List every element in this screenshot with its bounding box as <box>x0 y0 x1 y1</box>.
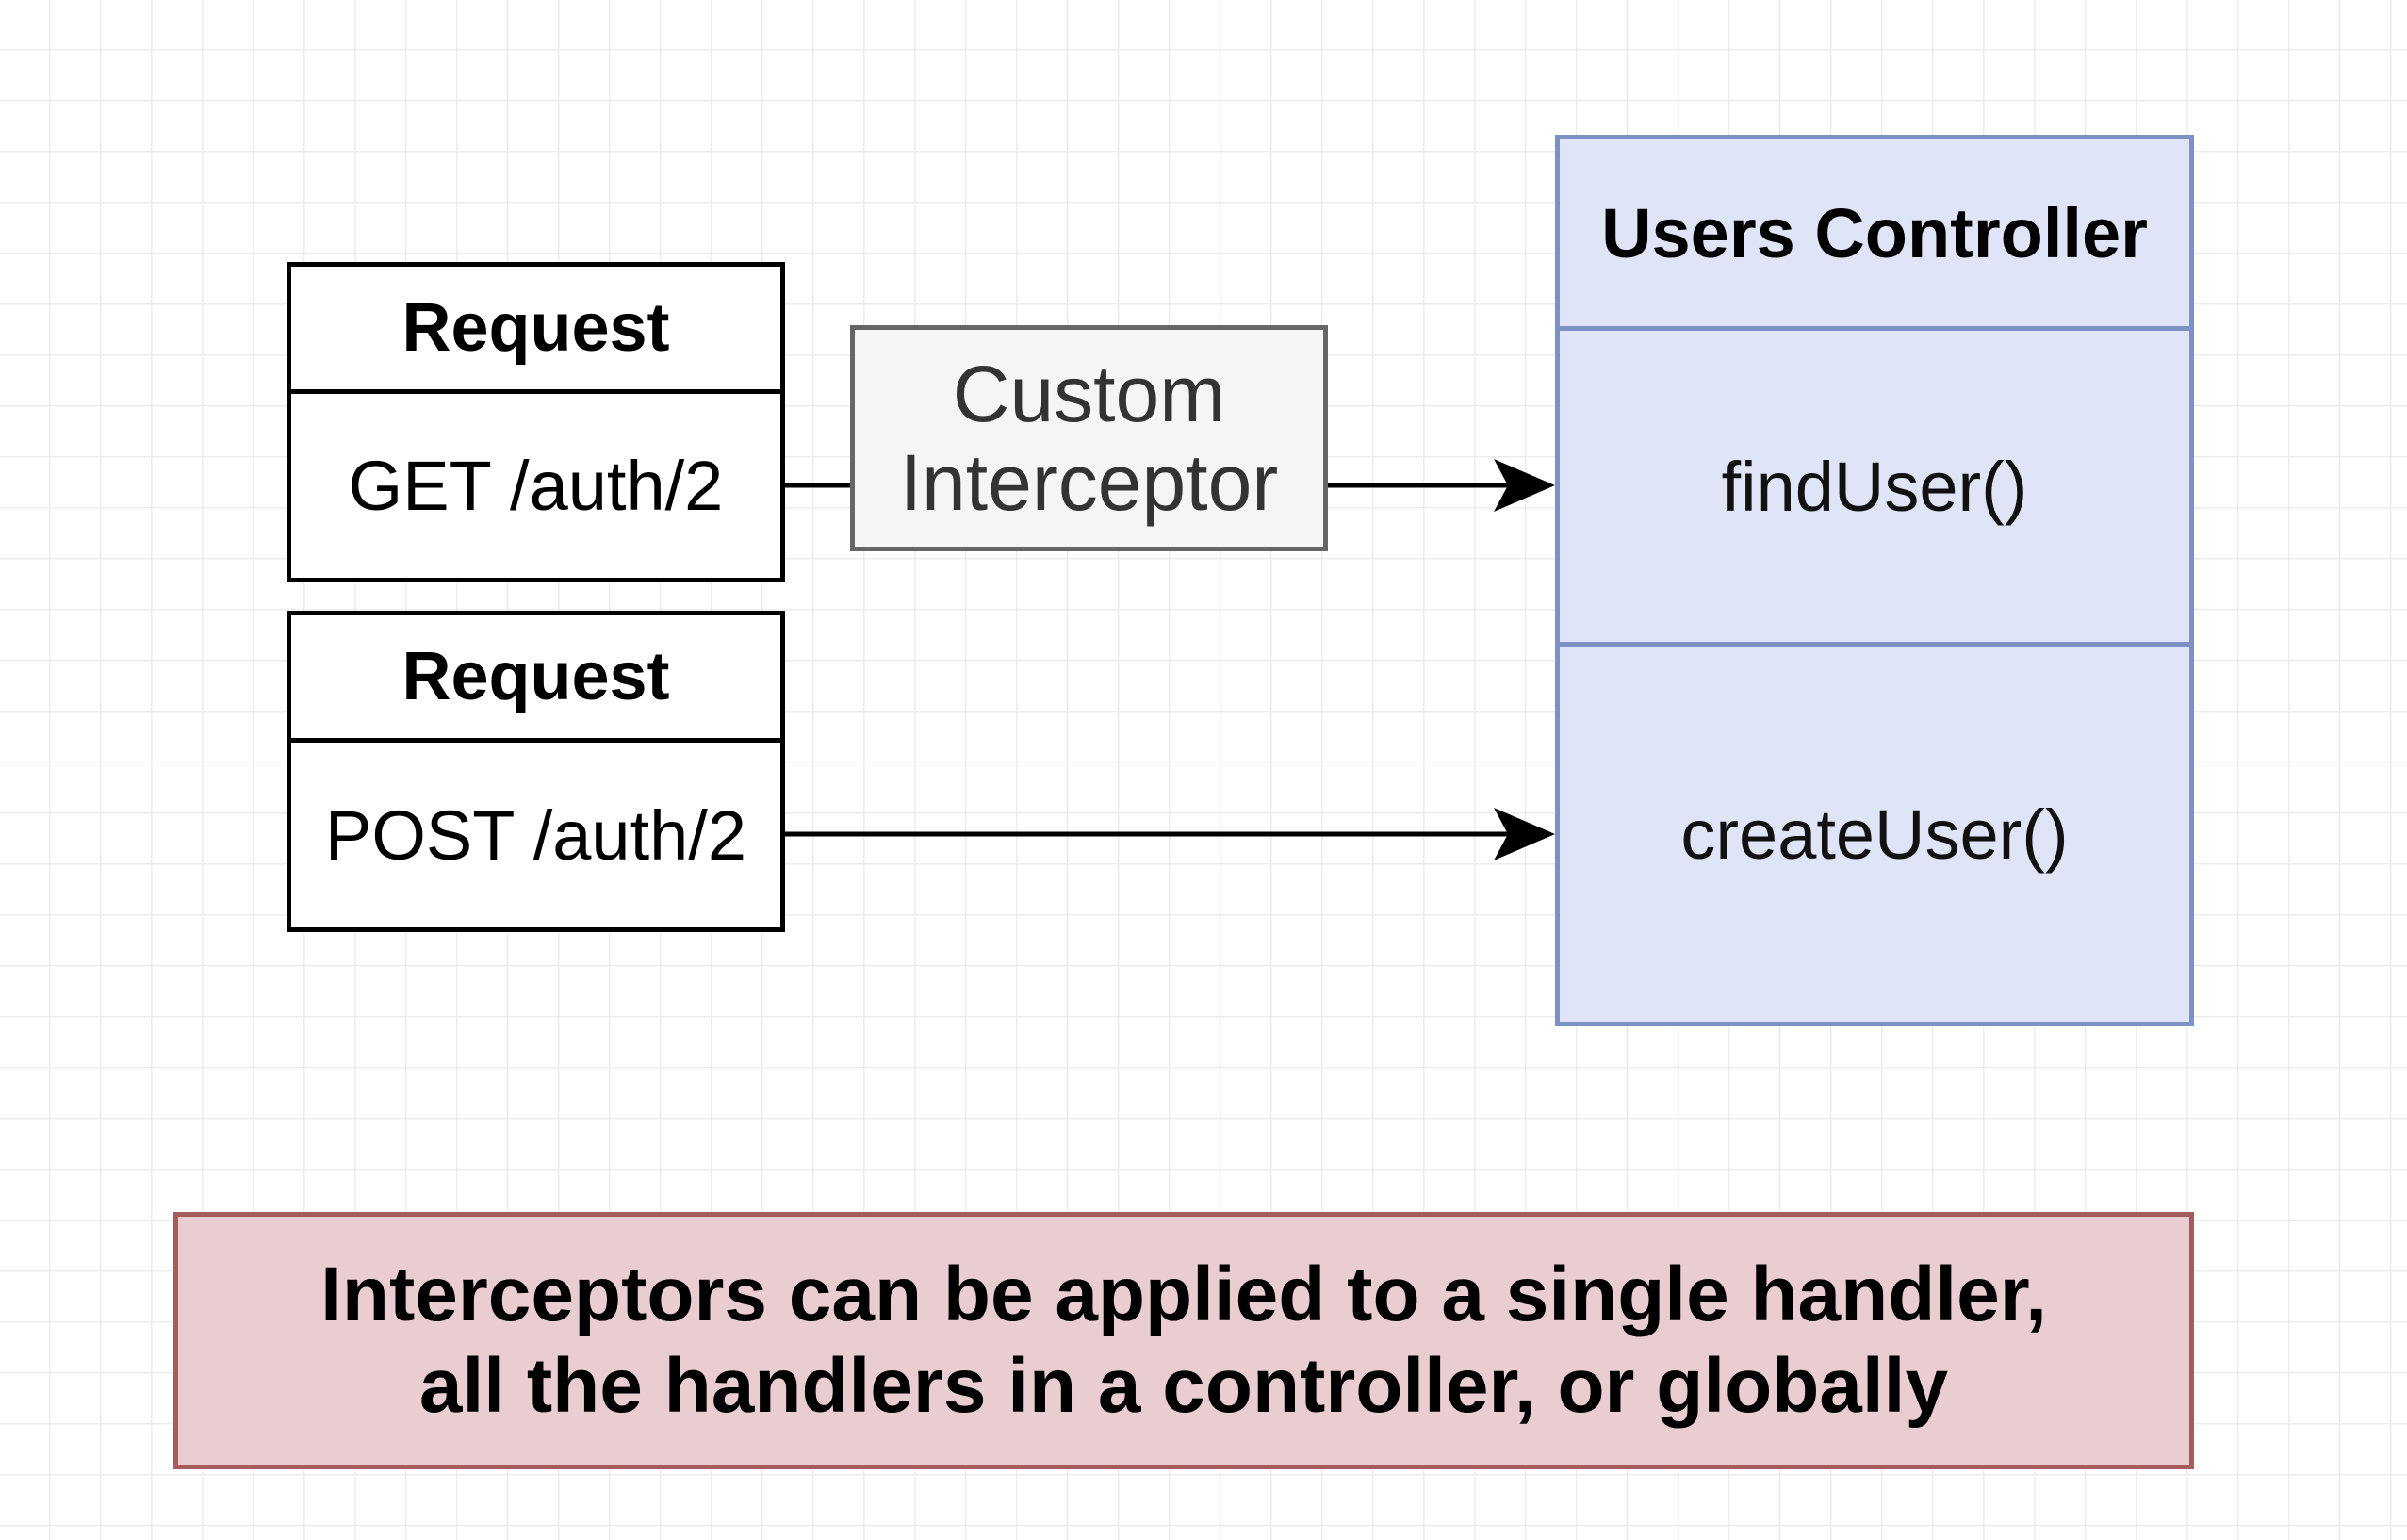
createuser-arrowhead <box>1494 808 1555 860</box>
finduser-arrowhead <box>1494 459 1555 512</box>
interceptor-label-line2: Interceptor <box>899 438 1279 527</box>
request-post-box: Request POST /auth/2 <box>287 611 785 932</box>
custom-interceptor-box: Custom Interceptor <box>850 325 1328 551</box>
request-get-header: Request <box>291 267 780 394</box>
note-line1: Interceptors can be applied to a single … <box>320 1251 2047 1337</box>
interceptor-scope-note: Interceptors can be applied to a single … <box>173 1212 2194 1469</box>
handler-createuser: createUser() <box>1680 795 2069 874</box>
request-post-route: POST /auth/2 <box>325 795 746 875</box>
users-controller-box: Users Controller findUser() createUser() <box>1555 135 2194 1026</box>
request-get-route: GET /auth/2 <box>348 447 724 525</box>
handler-finduser: findUser() <box>1560 331 2189 647</box>
controller-title: Users Controller <box>1560 139 2189 331</box>
request-get-box: Request GET /auth/2 <box>287 262 785 582</box>
interceptor-label-line1: Custom <box>952 349 1226 438</box>
request-post-header: Request <box>291 615 780 743</box>
note-line2: all the handlers in a controller, or glo… <box>418 1342 1949 1429</box>
